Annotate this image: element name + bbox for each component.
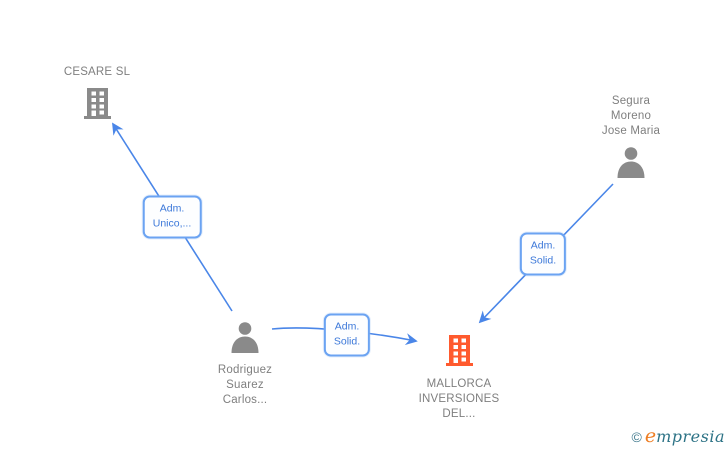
node-label-rodriguez-line3: Carlos... bbox=[222, 394, 268, 406]
edge-label-line2: Solid. bbox=[529, 254, 557, 267]
company-building-icon bbox=[82, 87, 113, 120]
edge-label-line2: Unico,... bbox=[152, 217, 192, 230]
company-building-icon-highlighted bbox=[444, 334, 475, 367]
node-label-segura-line2: Moreno bbox=[610, 110, 652, 122]
person-icon bbox=[614, 146, 648, 178]
node-label-mallorca-line1: MALLORCA bbox=[426, 378, 492, 390]
node-label-mallorca-line3: DEL... bbox=[442, 408, 476, 420]
edge-label-line1: Adm. bbox=[530, 239, 556, 252]
node-person-segura[interactable]: Segura Moreno Jose Maria bbox=[572, 94, 690, 183]
node-label-segura-line1: Segura bbox=[611, 95, 651, 107]
node-company-cesare[interactable]: CESARE SL bbox=[38, 65, 156, 125]
node-person-rodriguez[interactable]: Rodriguez Suarez Carlos... bbox=[186, 321, 304, 408]
copyright-icon: © bbox=[631, 429, 642, 445]
node-label-mallorca-line2: INVERSIONES bbox=[418, 393, 500, 405]
node-label-rodriguez: Rodriguez Suarez Carlos... bbox=[186, 363, 304, 408]
edge-label-line1: Adm. bbox=[159, 202, 185, 215]
node-company-mallorca[interactable]: MALLORCA INVERSIONES DEL... bbox=[400, 334, 518, 422]
empresia-brand-text: mpresia bbox=[656, 427, 725, 446]
edge-label-line2: Solid. bbox=[333, 335, 361, 348]
node-label-segura: Segura Moreno Jose Maria bbox=[572, 94, 690, 139]
empresia-logo[interactable]: ©empresia bbox=[632, 425, 725, 447]
node-label-mallorca: MALLORCA INVERSIONES DEL... bbox=[400, 377, 518, 422]
edge-label-adm-solid-1: Adm. Solid. bbox=[323, 313, 371, 357]
node-label-rodriguez-line2: Suarez bbox=[226, 379, 264, 391]
empresia-brand-initial: e bbox=[644, 425, 657, 447]
edge-label-line1: Adm. bbox=[334, 320, 360, 333]
node-label-rodriguez-line1: Rodriguez bbox=[217, 364, 273, 376]
edge-label-adm-unico: Adm. Unico,... bbox=[142, 195, 202, 239]
person-icon bbox=[228, 321, 262, 353]
node-label-cesare: CESARE SL bbox=[63, 66, 131, 78]
edge-label-adm-solid-2: Adm. Solid. bbox=[519, 232, 567, 276]
node-label-segura-line3: Jose Maria bbox=[601, 125, 661, 137]
